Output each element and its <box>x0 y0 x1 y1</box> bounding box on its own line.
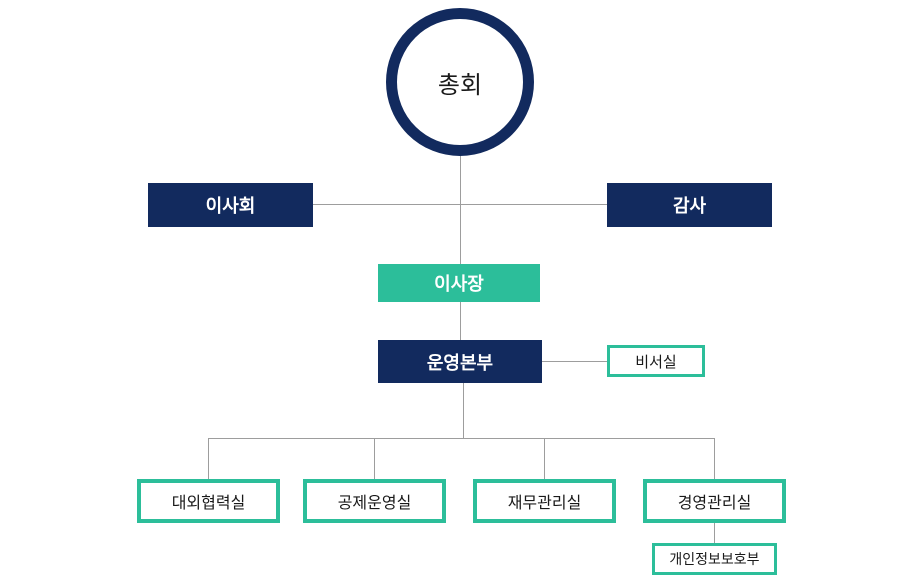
node-board-of-directors-label: 이사회 <box>205 196 256 216</box>
connector-mgmt-privacy <box>714 523 715 543</box>
connector-hq-secretary <box>542 361 607 362</box>
connector-drop-dept3 <box>544 438 545 479</box>
node-management-administration-office: 경영관리실 <box>643 479 786 523</box>
node-personal-info-protection-dept-label: 개인정보보호부 <box>669 551 760 567</box>
node-board-of-directors: 이사회 <box>148 183 313 227</box>
node-general-assembly-label: 총회 <box>437 71 483 99</box>
node-auditor: 감사 <box>607 183 772 227</box>
node-financial-management-office-label: 재무관리실 <box>507 495 582 512</box>
connector-chairman-hq <box>460 302 461 340</box>
node-external-cooperation-office: 대외협력실 <box>137 479 280 523</box>
connector-drop-dept2 <box>374 438 375 479</box>
connector-hq-down <box>463 383 464 438</box>
node-operations-hq: 운영본부 <box>378 340 542 383</box>
node-external-cooperation-office-label: 대외협력실 <box>171 495 246 512</box>
node-mutual-aid-operations-office: 공제운영실 <box>303 479 446 523</box>
node-personal-info-protection-dept: 개인정보보호부 <box>652 543 777 575</box>
connector-drop-dept1 <box>208 438 209 479</box>
node-mutual-aid-operations-office-label: 공제운영실 <box>337 495 412 512</box>
connector-assembly-chairman <box>460 155 461 264</box>
connector-board-audit <box>313 204 607 205</box>
node-chairman-label: 이사장 <box>434 274 484 294</box>
connector-distribution <box>208 438 715 439</box>
node-management-administration-office-label: 경영관리실 <box>677 495 752 512</box>
connector-drop-dept4 <box>714 438 715 479</box>
node-chairman: 이사장 <box>378 264 540 302</box>
node-auditor-label: 감사 <box>672 196 707 216</box>
node-financial-management-office: 재무관리실 <box>473 479 616 523</box>
node-secretary-office-label: 비서실 <box>635 353 677 371</box>
node-operations-hq-label: 운영본부 <box>426 352 494 373</box>
node-secretary-office: 비서실 <box>607 345 705 377</box>
node-general-assembly: 총회 <box>386 8 534 156</box>
